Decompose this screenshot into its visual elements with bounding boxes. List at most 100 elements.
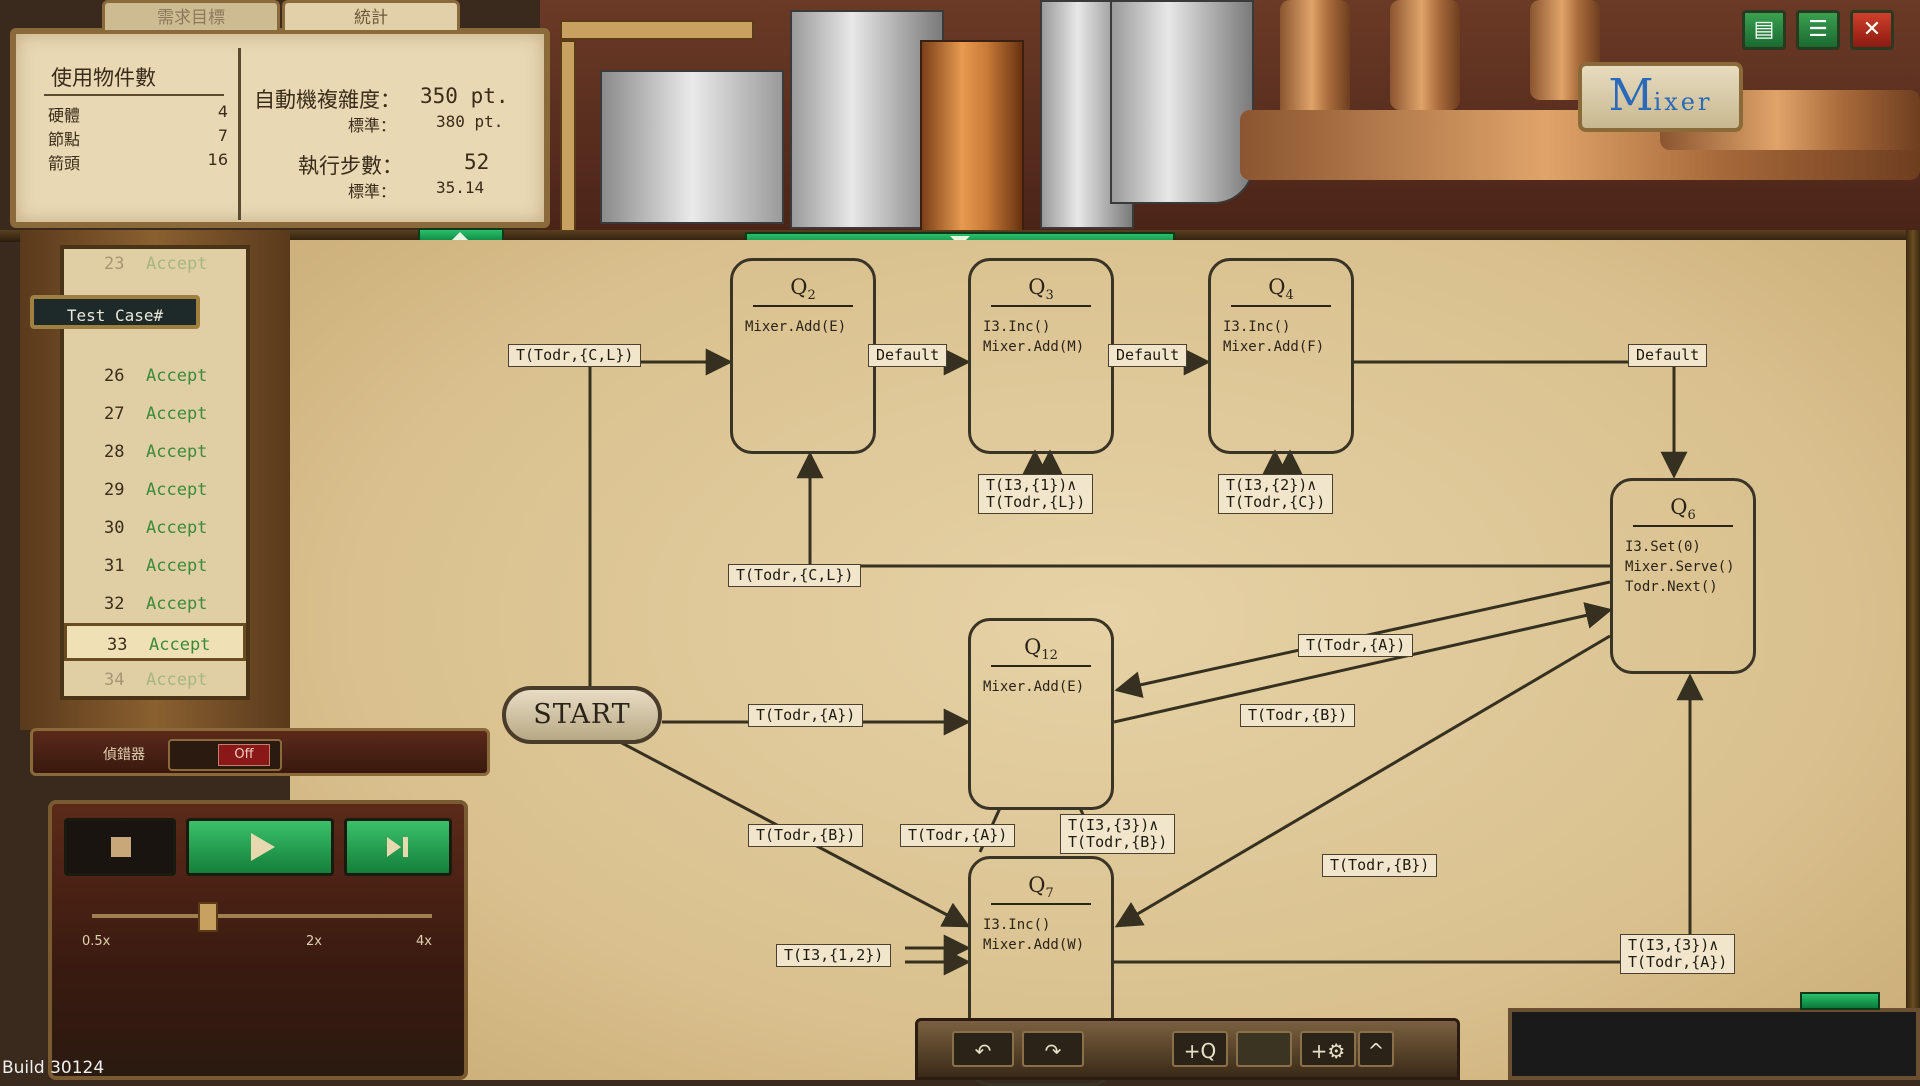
state-action: Mixer.Add(W): [983, 937, 1085, 953]
add-blank-button[interactable]: [1236, 1031, 1292, 1067]
tab-requirements[interactable]: 需求目標: [102, 0, 280, 30]
board-right-rail: [1906, 230, 1920, 1080]
state-q4[interactable]: Q4 I3.Inc() Mixer.Add(F): [1208, 258, 1354, 454]
state-action: Mixer.Serve(): [1625, 559, 1735, 575]
close-button[interactable]: ✕: [1850, 10, 1894, 50]
step-button[interactable]: [344, 818, 452, 876]
minimap-panel[interactable]: [1508, 1008, 1920, 1080]
state-action: I3.Inc(): [983, 917, 1051, 933]
state-title: Q2: [790, 275, 816, 304]
state-title: Q4: [1268, 275, 1294, 304]
menu-button[interactable]: ☰: [1796, 10, 1840, 50]
start-node[interactable]: START: [502, 686, 662, 744]
steps-std-value: 35.14: [436, 178, 485, 197]
edge-label-start-q7[interactable]: T(Todr,{B}): [748, 824, 864, 847]
steps-std-label: 標準：: [348, 182, 397, 201]
edge-label-q7-q6[interactable]: T(I3,{3})∧T(Todr,{A}): [1620, 934, 1736, 974]
book-icon: ▤: [1753, 17, 1775, 42]
tab-statistics[interactable]: 統計: [282, 0, 460, 30]
edge-q4-q6: [1354, 360, 1688, 479]
debugger-state: Off: [218, 744, 270, 766]
state-q2[interactable]: Q2 Mixer.Add(E): [730, 258, 876, 454]
edge-label-q3-loop[interactable]: T(I3,{1})∧T(Todr,{L}): [978, 474, 1094, 514]
stop-button[interactable]: [64, 818, 176, 876]
add-hardware-button[interactable]: +⚙: [1300, 1031, 1356, 1067]
edge-label-q12-q7[interactable]: T(Todr,{A}): [900, 824, 1016, 847]
play-button[interactable]: [186, 818, 334, 876]
edge-label-q6-q12[interactable]: T(Todr,{A}): [1298, 634, 1414, 657]
steps-label: 執行步數：: [298, 154, 403, 178]
state-action: Mixer.Add(E): [983, 679, 1085, 695]
edge-label-q6-q7[interactable]: T(Todr,{B}): [1322, 854, 1438, 877]
state-q12[interactable]: Q12 Mixer.Add(E): [968, 618, 1114, 810]
state-action: I3.Inc(): [1223, 319, 1291, 335]
edge-q12-q6: [1113, 602, 1613, 724]
undo-button[interactable]: ↶: [952, 1031, 1014, 1067]
complexity-std-label: 標準：: [348, 116, 397, 135]
edge-label-q4-loop[interactable]: T(I3,{2})∧T(Todr,{C}): [1218, 474, 1334, 514]
complexity-value: 350 pt.: [420, 84, 509, 108]
edge-q6-q7: [1114, 634, 1611, 928]
edge-label-q7-loop[interactable]: T(I3,{1,2}): [776, 944, 892, 967]
state-q3[interactable]: Q3 I3.Inc() Mixer.Add(M): [968, 258, 1114, 454]
state-title: Q6: [1670, 495, 1696, 524]
edge-label-start-q12[interactable]: T(Todr,{A}): [748, 704, 864, 727]
edge-start-q2: [588, 348, 733, 686]
edge-label-q6-q2[interactable]: T(Todr,{C,L}): [728, 564, 862, 587]
build-number: Build 30124: [2, 1058, 105, 1078]
state-action: Todr.Next(): [1625, 579, 1718, 595]
edge-q6-q2: [796, 451, 1610, 568]
play-icon: [251, 833, 275, 861]
speed-label-mid: 2x: [306, 934, 322, 949]
step-icon: [387, 837, 401, 857]
state-action: I3.Set(0): [1625, 539, 1701, 555]
playback-panel: 0.5x 2x 4x: [48, 800, 468, 1080]
edge-label-q12-q6[interactable]: T(Todr,{B}): [1240, 704, 1356, 727]
steps-value: 52: [464, 150, 490, 174]
edge-label-q4-q6[interactable]: Default: [1628, 344, 1708, 367]
state-action: Mixer.Add(E): [745, 319, 847, 335]
state-q6[interactable]: Q6 I3.Set(0) Mixer.Serve() Todr.Next(): [1610, 478, 1756, 674]
speed-slider[interactable]: [92, 914, 432, 918]
close-icon: ✕: [1862, 17, 1882, 42]
chevron-up-icon: [452, 232, 468, 240]
state-action: Mixer.Add(M): [983, 339, 1085, 355]
speed-slider-handle[interactable]: [198, 902, 218, 932]
edge-label-q3-q4[interactable]: Default: [1108, 344, 1188, 367]
state-title: Q7: [1028, 873, 1054, 902]
speed-label-fast: 4x: [416, 934, 432, 949]
manual-book-button[interactable]: ▤: [1742, 10, 1786, 50]
state-action: Mixer.Add(F): [1223, 339, 1325, 355]
state-q7[interactable]: Q7 I3.Inc() Mixer.Add(W): [968, 856, 1114, 1086]
add-state-button[interactable]: +Q: [1172, 1031, 1228, 1067]
test-case-label: Test Case#: [30, 295, 200, 329]
expand-minimap-bar[interactable]: [1800, 992, 1880, 1010]
state-title: Q12: [1024, 635, 1058, 664]
expand-toolbar-button[interactable]: ^: [1358, 1031, 1394, 1067]
stop-icon: [111, 837, 131, 857]
hamburger-icon: ☰: [1808, 17, 1828, 42]
debugger-label: 偵錯器: [103, 747, 145, 763]
edit-toolbar: ↶ ↷ +Q +⚙ ^: [915, 1018, 1460, 1080]
debugger-panel: 偵錯器 Off: [30, 728, 490, 776]
redo-button[interactable]: ↷: [1022, 1031, 1084, 1067]
edge-label-start-q2[interactable]: T(Todr,{C,L}): [508, 344, 642, 367]
debugger-toggle[interactable]: Off: [168, 739, 282, 771]
step-bar-icon: [403, 837, 408, 857]
edge-label-q2-q3[interactable]: Default: [868, 344, 948, 367]
edge-label-q12-loop[interactable]: T(I3,{3})∧T(Todr,{B}): [1060, 814, 1176, 854]
speed-label-slow: 0.5x: [82, 934, 111, 949]
